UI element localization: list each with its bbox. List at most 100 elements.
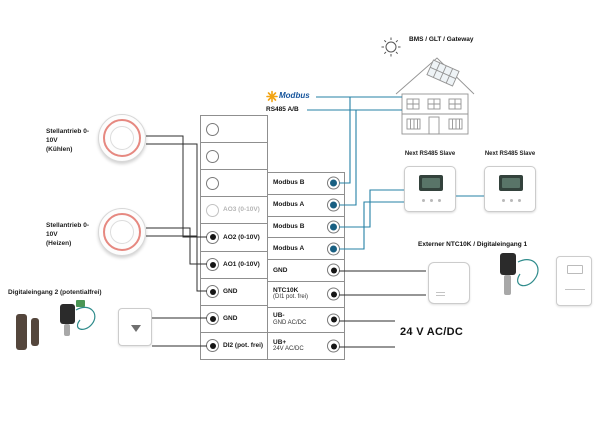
terminal-row-gnd1: GND bbox=[201, 279, 267, 306]
actuator-heat-icon bbox=[98, 208, 146, 256]
terminal-circle bbox=[327, 198, 340, 212]
terminal-row-ao1: AO1 (0-10V) bbox=[201, 252, 267, 279]
cable-sensor-head-icon bbox=[60, 304, 75, 324]
ntc-digitalinput-label: Externer NTC10K / Digitaleingang 1 bbox=[418, 241, 528, 248]
terminal-circle bbox=[206, 149, 219, 163]
wall-plate-icon bbox=[118, 308, 152, 346]
building-icon bbox=[395, 57, 475, 135]
terminal-label: NTC10K bbox=[273, 286, 299, 294]
terminal-dot bbox=[330, 343, 337, 350]
terminal-circle bbox=[327, 287, 340, 301]
power-supply-label: 24 V AC/DC bbox=[400, 326, 464, 338]
slave2-label: Next RS485 Slave bbox=[484, 151, 536, 157]
terminal-dot bbox=[330, 245, 337, 253]
terminal-circle bbox=[206, 312, 219, 326]
strap-sensor-head-icon bbox=[500, 253, 516, 275]
terminal-sublabel: (DI1 pot. frei) bbox=[273, 294, 309, 301]
terminal-row-modbus-b1: Modbus B bbox=[268, 173, 344, 195]
terminal-circle bbox=[327, 176, 340, 190]
actuator-heat-label: Stellantrieb 0-10V (Heizen) bbox=[46, 221, 98, 248]
terminal-row-di2: DI2 (pot. frei) bbox=[201, 333, 267, 359]
terminal-circle bbox=[206, 230, 219, 244]
terminal-label: DI2 (pot. frei) bbox=[223, 342, 264, 350]
terminal-sublabel: GND AC/DC bbox=[273, 320, 307, 327]
terminal-dot bbox=[209, 315, 216, 322]
terminal-label: UB+ bbox=[273, 338, 287, 346]
wall-thermostat-bar bbox=[565, 289, 585, 290]
thermostat-screen bbox=[499, 175, 523, 191]
terminal-block-left: AO3 (0-10V) AO2 (0-10V) AO1 (0-10V) GND … bbox=[200, 115, 268, 360]
terminal-circle bbox=[206, 339, 219, 353]
terminal-row bbox=[201, 116, 267, 144]
terminal-circle bbox=[206, 285, 219, 299]
terminal-dot bbox=[209, 342, 216, 349]
thermostat-buttons bbox=[422, 199, 441, 202]
door-contact-icon bbox=[16, 314, 27, 350]
wall-plate-glyph-icon bbox=[131, 325, 141, 332]
terminal-label: GND bbox=[223, 314, 238, 322]
terminal-circle bbox=[327, 339, 340, 353]
terminal-circle bbox=[206, 203, 219, 217]
terminal-label: AO2 (0-10V) bbox=[223, 233, 260, 241]
door-contact-magnet-icon bbox=[31, 318, 39, 346]
terminal-dot bbox=[330, 291, 337, 298]
terminal-label: Modbus A bbox=[273, 244, 305, 252]
actuator-cool-label-line1: Stellantrieb 0-10V bbox=[46, 128, 89, 145]
slave1-label: Next RS485 Slave bbox=[404, 151, 456, 157]
thermostat-screen bbox=[419, 175, 443, 191]
terminal-label: Modbus B bbox=[273, 179, 305, 187]
terminal-label: Modbus B bbox=[273, 223, 305, 231]
actuator-cool-icon bbox=[98, 114, 146, 162]
terminal-label: AO1 (0-10V) bbox=[223, 260, 260, 268]
terminal-row-modbus-a1: Modbus A bbox=[268, 195, 344, 217]
terminal-row bbox=[201, 170, 267, 198]
terminal-circle bbox=[327, 263, 340, 277]
terminal-circle bbox=[206, 122, 219, 136]
terminal-dot bbox=[209, 234, 216, 241]
rs485-label: RS485 A/B bbox=[266, 106, 299, 113]
cable-sensor-probe-icon bbox=[64, 324, 70, 336]
terminal-row-ao2: AO2 (0-10V) bbox=[201, 224, 267, 252]
strap-sensor-probe-icon bbox=[504, 275, 511, 295]
terminal-circle bbox=[327, 220, 340, 234]
sun-icon bbox=[381, 37, 401, 57]
wall-thermostat-icon bbox=[556, 256, 592, 306]
wall-thermostat-display bbox=[567, 265, 583, 274]
modbus-star-icon bbox=[266, 90, 278, 103]
terminal-label: GND bbox=[223, 287, 238, 295]
modbus-logo: Modbus bbox=[279, 91, 310, 100]
terminal-circle bbox=[206, 176, 219, 190]
terminal-row bbox=[201, 143, 267, 171]
terminal-dot bbox=[330, 223, 337, 231]
terminal-dot bbox=[330, 316, 337, 323]
terminal-row-ao3: AO3 (0-10V) bbox=[201, 197, 267, 225]
terminal-sublabel: 24V AC/DC bbox=[273, 346, 304, 353]
terminal-row-ntc10k: NTC10K (DI1 pot. frei) bbox=[268, 282, 344, 308]
terminal-label: GND bbox=[273, 266, 288, 274]
terminal-block-right: Modbus B Modbus A Modbus B Modbus A GND … bbox=[267, 172, 345, 360]
terminal-row-modbus-b2: Modbus B bbox=[268, 217, 344, 239]
actuator-heat-label-line2: (Heizen) bbox=[46, 240, 72, 248]
terminal-circle bbox=[327, 313, 340, 327]
terminal-dot bbox=[209, 261, 216, 268]
cable-sensor-connector-icon bbox=[76, 300, 85, 307]
terminal-dot bbox=[330, 201, 337, 209]
terminal-dot bbox=[330, 267, 337, 274]
thermostat-buttons bbox=[502, 199, 521, 202]
terminal-label: AO3 (0-10V) bbox=[223, 206, 260, 214]
terminal-row-gnd: GND bbox=[268, 260, 344, 282]
rs485-slave2-icon bbox=[484, 166, 536, 212]
terminal-row-modbus-a2: Modbus A bbox=[268, 238, 344, 261]
actuator-cool-label-line2: (Kühlen) bbox=[46, 146, 73, 154]
terminal-label: UB- bbox=[273, 312, 285, 320]
terminal-row-ub-minus: UB- GND AC/DC bbox=[268, 308, 344, 334]
terminal-label: Modbus A bbox=[273, 201, 305, 209]
terminal-circle bbox=[327, 242, 340, 256]
terminal-row-ub-plus: UB+ 24V AC/DC bbox=[268, 333, 344, 359]
room-sensor-icon bbox=[428, 262, 470, 304]
actuator-cool-label: Stellantrieb 0-10V (Kühlen) bbox=[46, 127, 98, 154]
bms-gateway-label: BMS / GLT / Gateway bbox=[409, 36, 474, 43]
terminal-circle bbox=[206, 258, 219, 272]
rs485-slave1-icon bbox=[404, 166, 456, 212]
